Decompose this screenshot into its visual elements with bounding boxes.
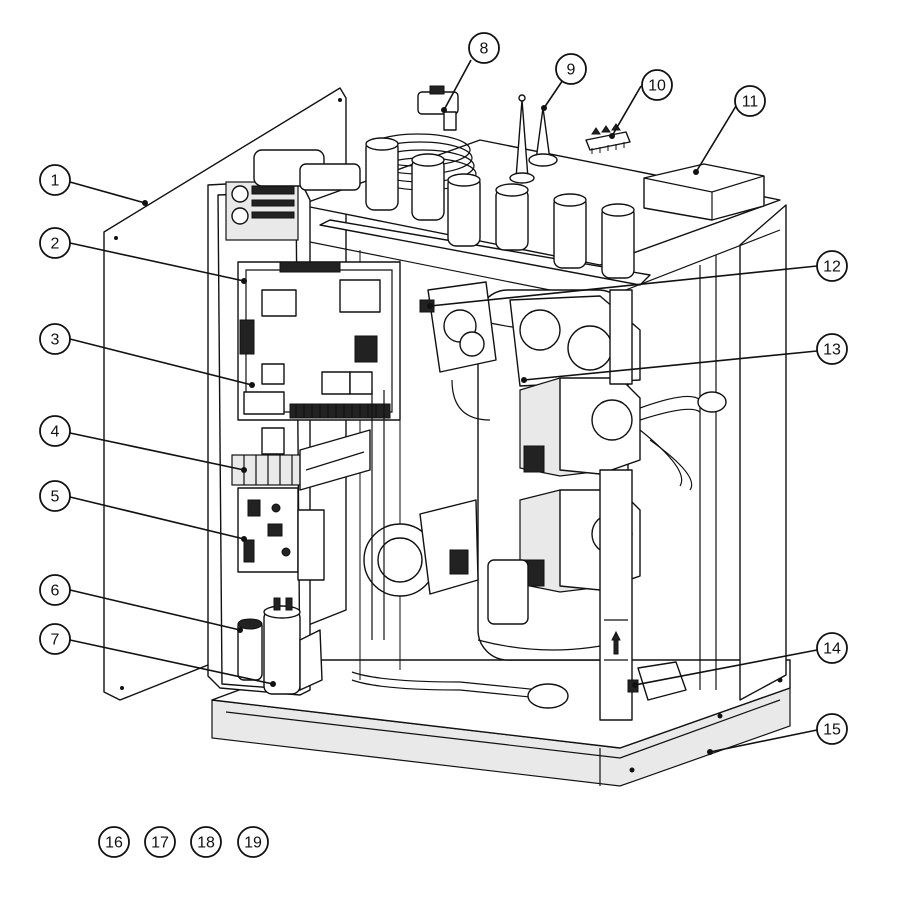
top-components-drawing [253, 85, 765, 279]
legend-callout-16: 16 [98, 826, 130, 858]
callout-15: 15 [816, 713, 848, 745]
callout-6-label: 6 [51, 583, 60, 600]
callout-12: 12 [816, 250, 848, 282]
callout-12-label: 12 [823, 259, 841, 276]
legend-callout-17: 17 [144, 826, 176, 858]
callout-2-label: 2 [51, 236, 60, 253]
callout-2: 2 [39, 227, 71, 259]
callout-3-label: 3 [51, 332, 60, 349]
electrical-box-drawing [207, 179, 401, 696]
callout-14: 14 [816, 632, 848, 664]
leader-lines [69, 59, 818, 755]
legend-16-label: 16 [105, 835, 123, 852]
callout-1: 1 [39, 164, 71, 196]
callout-11-label: 11 [742, 94, 759, 111]
callout-8-label: 8 [480, 41, 489, 58]
legend-callout-18: 18 [190, 826, 222, 858]
callout-9: 9 [555, 53, 587, 85]
legend-callout-19: 19 [237, 826, 269, 858]
callout-14-label: 14 [823, 641, 841, 658]
callout-4: 4 [39, 415, 71, 447]
callout-10: 10 [641, 69, 673, 101]
callout-7-label: 7 [51, 632, 60, 649]
callout-15-label: 15 [823, 722, 841, 739]
callout-9-label: 9 [567, 62, 576, 79]
callout-6: 6 [39, 574, 71, 606]
callout-4-label: 4 [51, 424, 60, 441]
legend-row: 16 17 18 19 [98, 826, 269, 858]
callout-8: 8 [468, 32, 500, 64]
legend-19-label: 19 [244, 835, 262, 852]
legend-17-label: 17 [151, 835, 169, 852]
callout-10-label: 10 [648, 78, 666, 95]
callout-13-label: 13 [823, 342, 841, 359]
hydraulic-section-drawing [351, 281, 727, 721]
callout-5: 5 [39, 480, 71, 512]
legend-18-label: 18 [197, 835, 215, 852]
callout-5-label: 5 [51, 489, 60, 506]
callout-13: 13 [816, 333, 848, 365]
callout-1-label: 1 [51, 173, 60, 190]
callout-3: 3 [39, 323, 71, 355]
callouts: 1 2 3 4 5 6 7 8 [39, 32, 848, 745]
callout-11: 11 [734, 85, 766, 117]
callout-7: 7 [39, 623, 71, 655]
